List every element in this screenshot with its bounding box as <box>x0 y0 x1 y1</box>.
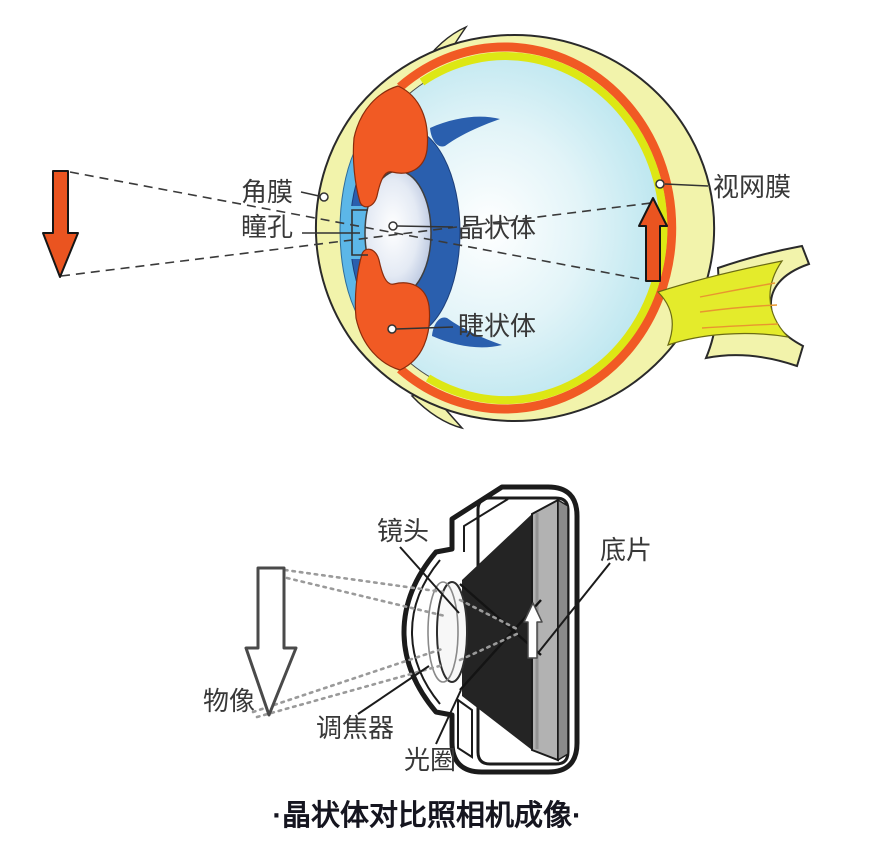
camera-film-arrow <box>523 602 543 659</box>
leader-retina <box>664 183 709 187</box>
camera-object-arrow <box>244 566 298 717</box>
label-retina: 视网膜 <box>713 172 791 202</box>
leader-lens <box>396 225 454 228</box>
optic-nerve-fibers <box>699 282 779 329</box>
label-object-image: 物像 <box>203 686 255 716</box>
ray-lower-dashed <box>60 202 652 277</box>
figure-caption: ·晶状体对比照相机成像· <box>272 799 581 832</box>
leader-ciliary <box>395 326 454 330</box>
marker-cornea <box>319 192 329 202</box>
eye-ciliary-wing-top <box>430 116 500 147</box>
camera-inner-bottom-piece <box>457 698 473 759</box>
retinal-image-arrow <box>638 197 668 282</box>
camera-diagram: 镜头 底片 物像 调焦器 光圈 <box>203 484 652 775</box>
leader-aperture <box>435 689 462 745</box>
object-arrow <box>42 170 79 278</box>
dotted-ray-4 <box>255 663 445 719</box>
camera-leader-lines <box>357 546 611 745</box>
camera-dotted-rays <box>251 568 521 719</box>
label-film: 底片 <box>600 535 652 565</box>
label-aperture: 光圈 <box>404 745 456 775</box>
camera-top-facet-line <box>463 498 509 552</box>
eye-leader-lines <box>300 183 709 330</box>
eye-diagram: 角膜 瞳孔 晶状体 睫状体 视网膜 <box>42 25 811 430</box>
marker-lens <box>388 221 398 231</box>
optic-nerve-core <box>656 260 790 346</box>
camera-film-side <box>557 498 569 762</box>
eye-ciliary-wing-bottom <box>432 317 502 348</box>
label-ciliary-body: 睫状体 <box>458 311 536 341</box>
label-camera-lens: 镜头 <box>377 516 429 546</box>
leader-film <box>537 562 611 654</box>
camera-lens-element-rear <box>436 581 468 683</box>
label-lens: 晶状体 <box>458 213 536 243</box>
eye-choroid-layer <box>397 42 677 414</box>
camera-lens-dome-inner <box>410 559 441 705</box>
dotted-ray-6 <box>458 631 521 662</box>
camera-lens-element-front <box>427 581 459 683</box>
eye-iris-top <box>352 85 429 208</box>
label-focuser: 调焦器 <box>316 713 394 743</box>
label-pupil: 瞳孔 <box>241 212 293 242</box>
leader-camera-lens <box>399 546 460 614</box>
leader-cornea <box>300 191 320 197</box>
ray-upper-dashed <box>69 171 652 282</box>
dotted-ray-5 <box>458 598 521 632</box>
dotted-ray-2 <box>285 576 447 618</box>
label-cornea: 角膜 <box>241 177 293 207</box>
camera-chamber <box>462 514 532 750</box>
leader-focuser <box>357 665 430 715</box>
marker-ciliary <box>387 324 397 334</box>
eye-iris-bottom <box>354 248 431 371</box>
eye-leader-markers <box>319 179 665 334</box>
marker-retina <box>655 179 665 189</box>
dotted-ray-3 <box>251 646 447 714</box>
